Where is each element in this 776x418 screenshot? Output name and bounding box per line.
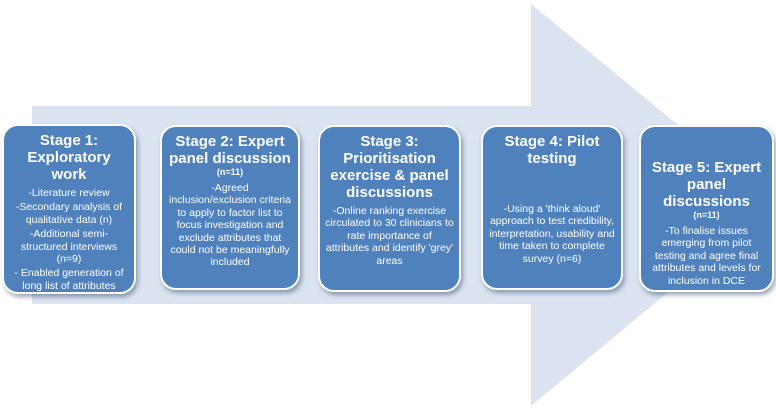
- stage-1-item: -Additional semi-structured interviews (…: [20, 228, 118, 266]
- stage-5-box: Stage 5: Expert panel discussions (n=11)…: [639, 125, 774, 292]
- stage-4-box: Stage 4: Pilot testing -Using a 'think a…: [481, 125, 623, 290]
- stage-4-items: -Using a 'think aloud' approach to test …: [488, 203, 616, 265]
- stage-1-box: Stage 1: Exploratory work -Literature re…: [2, 124, 136, 294]
- stage-2-sample-size: (n=11): [216, 167, 244, 177]
- stage-2-items: -Agreed inclusion/exclusion criteria to …: [167, 182, 293, 269]
- stage-3-box: Stage 3: Prioritisation exercise & panel…: [318, 125, 461, 292]
- stage-2-item: -Agreed inclusion/exclusion criteria to …: [169, 182, 291, 269]
- stage-1-title: Stage 1: Exploratory work: [27, 132, 111, 183]
- stage-1-items: -Literature review -Secondary analysis o…: [9, 187, 129, 292]
- stage-3-item: -Online ranking exercise circulated to 3…: [325, 205, 454, 267]
- stage-1-item: - Enabled generation of long list of att…: [14, 267, 124, 292]
- stage-1-item: -Literature review: [28, 187, 110, 199]
- stage-3-items: -Online ranking exercise circulated to 3…: [325, 205, 454, 267]
- stage-5-sample-size: (n=11): [693, 210, 720, 220]
- stage-4-item: -Using a 'think aloud' approach to test …: [489, 203, 615, 265]
- stage-2-title: Stage 2: Expert panel discussion: [169, 133, 291, 167]
- stage-5-items: -To finalise issues emerging from pilot …: [646, 225, 767, 287]
- stage-1-item: -Secondary analysis of qualitative data …: [15, 201, 123, 226]
- stage-2-box: Stage 2: Expert panel discussion (n=11) …: [160, 125, 300, 290]
- stage-4-title: Stage 4: Pilot testing: [504, 133, 600, 167]
- stage-3-title: Stage 3: Prioritisation exercise & panel…: [330, 133, 449, 201]
- stage-5-title: Stage 5: Expert panel discussions: [651, 159, 762, 210]
- stage-5-item: -To finalise issues emerging from pilot …: [652, 225, 761, 287]
